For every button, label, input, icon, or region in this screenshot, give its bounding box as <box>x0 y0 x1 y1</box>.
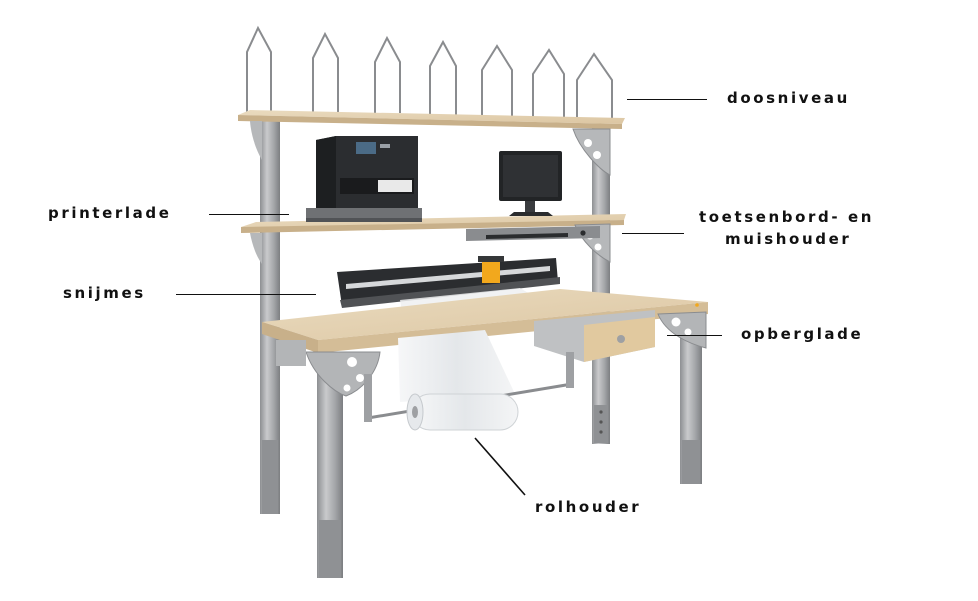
label-toetsenbord-line1: toetsenbord- en <box>699 208 875 226</box>
monitor <box>499 151 562 216</box>
roll-holder <box>364 330 574 431</box>
label-printer <box>306 136 422 222</box>
toetsenbord-leader-line <box>622 233 684 234</box>
storage-drawer <box>534 310 655 362</box>
leg-side-bracket <box>276 340 306 366</box>
keyboard-mouse-holder <box>466 226 600 241</box>
top-shelf <box>238 110 625 176</box>
label-opberglade: opberglade <box>741 325 864 343</box>
rolhouder-leader-line <box>474 437 526 496</box>
snijmes-leader-line <box>176 294 316 295</box>
label-rolhouder: rolhouder <box>535 498 642 516</box>
back-leg-left <box>260 118 280 514</box>
label-toetsenbord-muishouder: toetsenbord- en muishouder <box>699 206 874 250</box>
front-leg-left <box>305 351 381 578</box>
printer-shelf <box>241 214 626 264</box>
back-leg-right <box>592 124 610 444</box>
printerlade-leader-line <box>209 214 289 215</box>
front-leg-right <box>657 311 707 484</box>
box-guide-wires <box>246 25 613 119</box>
label-doosniveau: doosniveau <box>727 89 850 107</box>
label-toetsenbord-line2: muishouder <box>725 230 852 248</box>
doosniveau-leader-line <box>627 99 707 100</box>
opberglade-leader-line <box>667 335 722 336</box>
label-printerlade: printerlade <box>48 204 172 222</box>
label-snijmes: snijmes <box>63 284 146 302</box>
